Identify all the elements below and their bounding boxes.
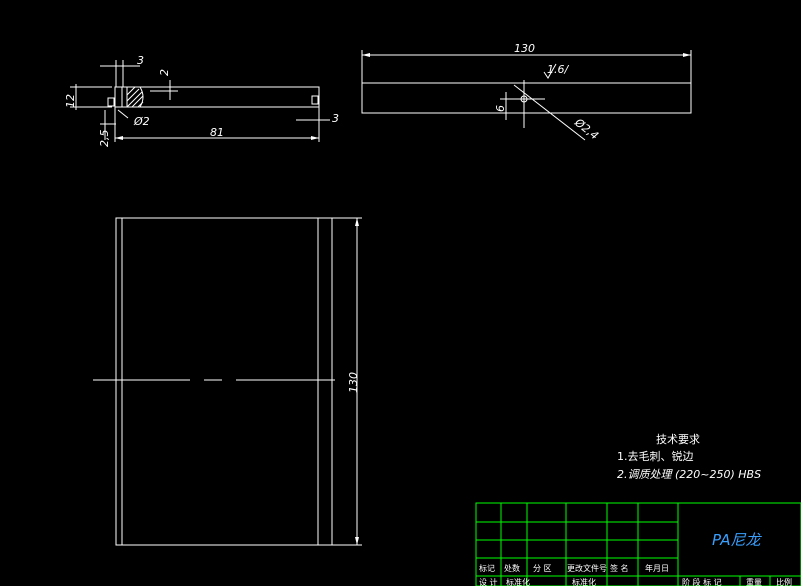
side-body-outline (114, 86, 320, 108)
tb-row2-col4: 标准化 (572, 577, 596, 586)
side-view: 3 2 12 2,5 Ø2 81 3 (64, 54, 339, 147)
side-dim-top-3: 3 (137, 54, 144, 67)
tb-row1-col2: 处数 (504, 563, 520, 573)
tb-scale: 比例 (776, 577, 792, 586)
side-dim-81: 81 (210, 126, 224, 139)
side-hole-left (107, 97, 115, 107)
roughness-symbol (543, 63, 557, 79)
technical-requirements: 技术要求 1.去毛刺、锐边 2.调质处理 (220~250) HBS (617, 433, 761, 481)
top-body-outline (115, 217, 333, 546)
notes-line-2: 2.调质处理 (220~250) HBS (617, 468, 761, 481)
material-label: PA尼龙 (712, 531, 763, 549)
front-roughness: 1.6/ (547, 63, 569, 76)
notes-line-1: 1.去毛刺、锐边 (617, 449, 694, 463)
side-dim-12: 12 (64, 94, 77, 108)
tb-weight: 重量 (746, 577, 762, 586)
tb-row1-col4: 更改文件号 (567, 563, 607, 573)
front-dim-130: 130 (514, 42, 535, 55)
tb-row2-col2: 标准化 (506, 577, 530, 586)
tb-row1-col3: 分 区 (533, 564, 552, 573)
side-hole-right (311, 95, 319, 105)
tb-row1-col1: 标记 (479, 563, 495, 573)
top-view: 130 (93, 217, 362, 546)
tb-row2-col1: 设 计 (479, 577, 498, 586)
front-dim-hole: Ø2,4 (572, 115, 601, 142)
title-block: PA尼龙 标记 处数 分 区 更改文件号 签 名 年月日 设 计 标准化 标准化… (475, 502, 801, 586)
front-dim-6: 6 (494, 105, 507, 112)
notes-title: 技术要求 (656, 433, 700, 446)
side-dim-hole: Ø2 (133, 115, 150, 128)
side-section-outline (126, 86, 144, 108)
tb-stage-mark: 阶 段 标 记 (682, 577, 722, 586)
front-body-outline (361, 82, 692, 114)
top-dim-130: 130 (347, 372, 360, 393)
tb-row1-col6: 年月日 (645, 563, 669, 573)
tb-row1-col5: 签 名 (610, 563, 629, 573)
side-hatch (126, 86, 144, 108)
front-view: 130 Ø2,4 6 1.6/ (361, 42, 692, 142)
side-dim-top-2: 2 (158, 69, 171, 76)
side-dim-2-5: 2,5 (98, 130, 111, 148)
side-dim-right-3: 3 (332, 112, 339, 125)
front-hole-leader (513, 84, 586, 141)
